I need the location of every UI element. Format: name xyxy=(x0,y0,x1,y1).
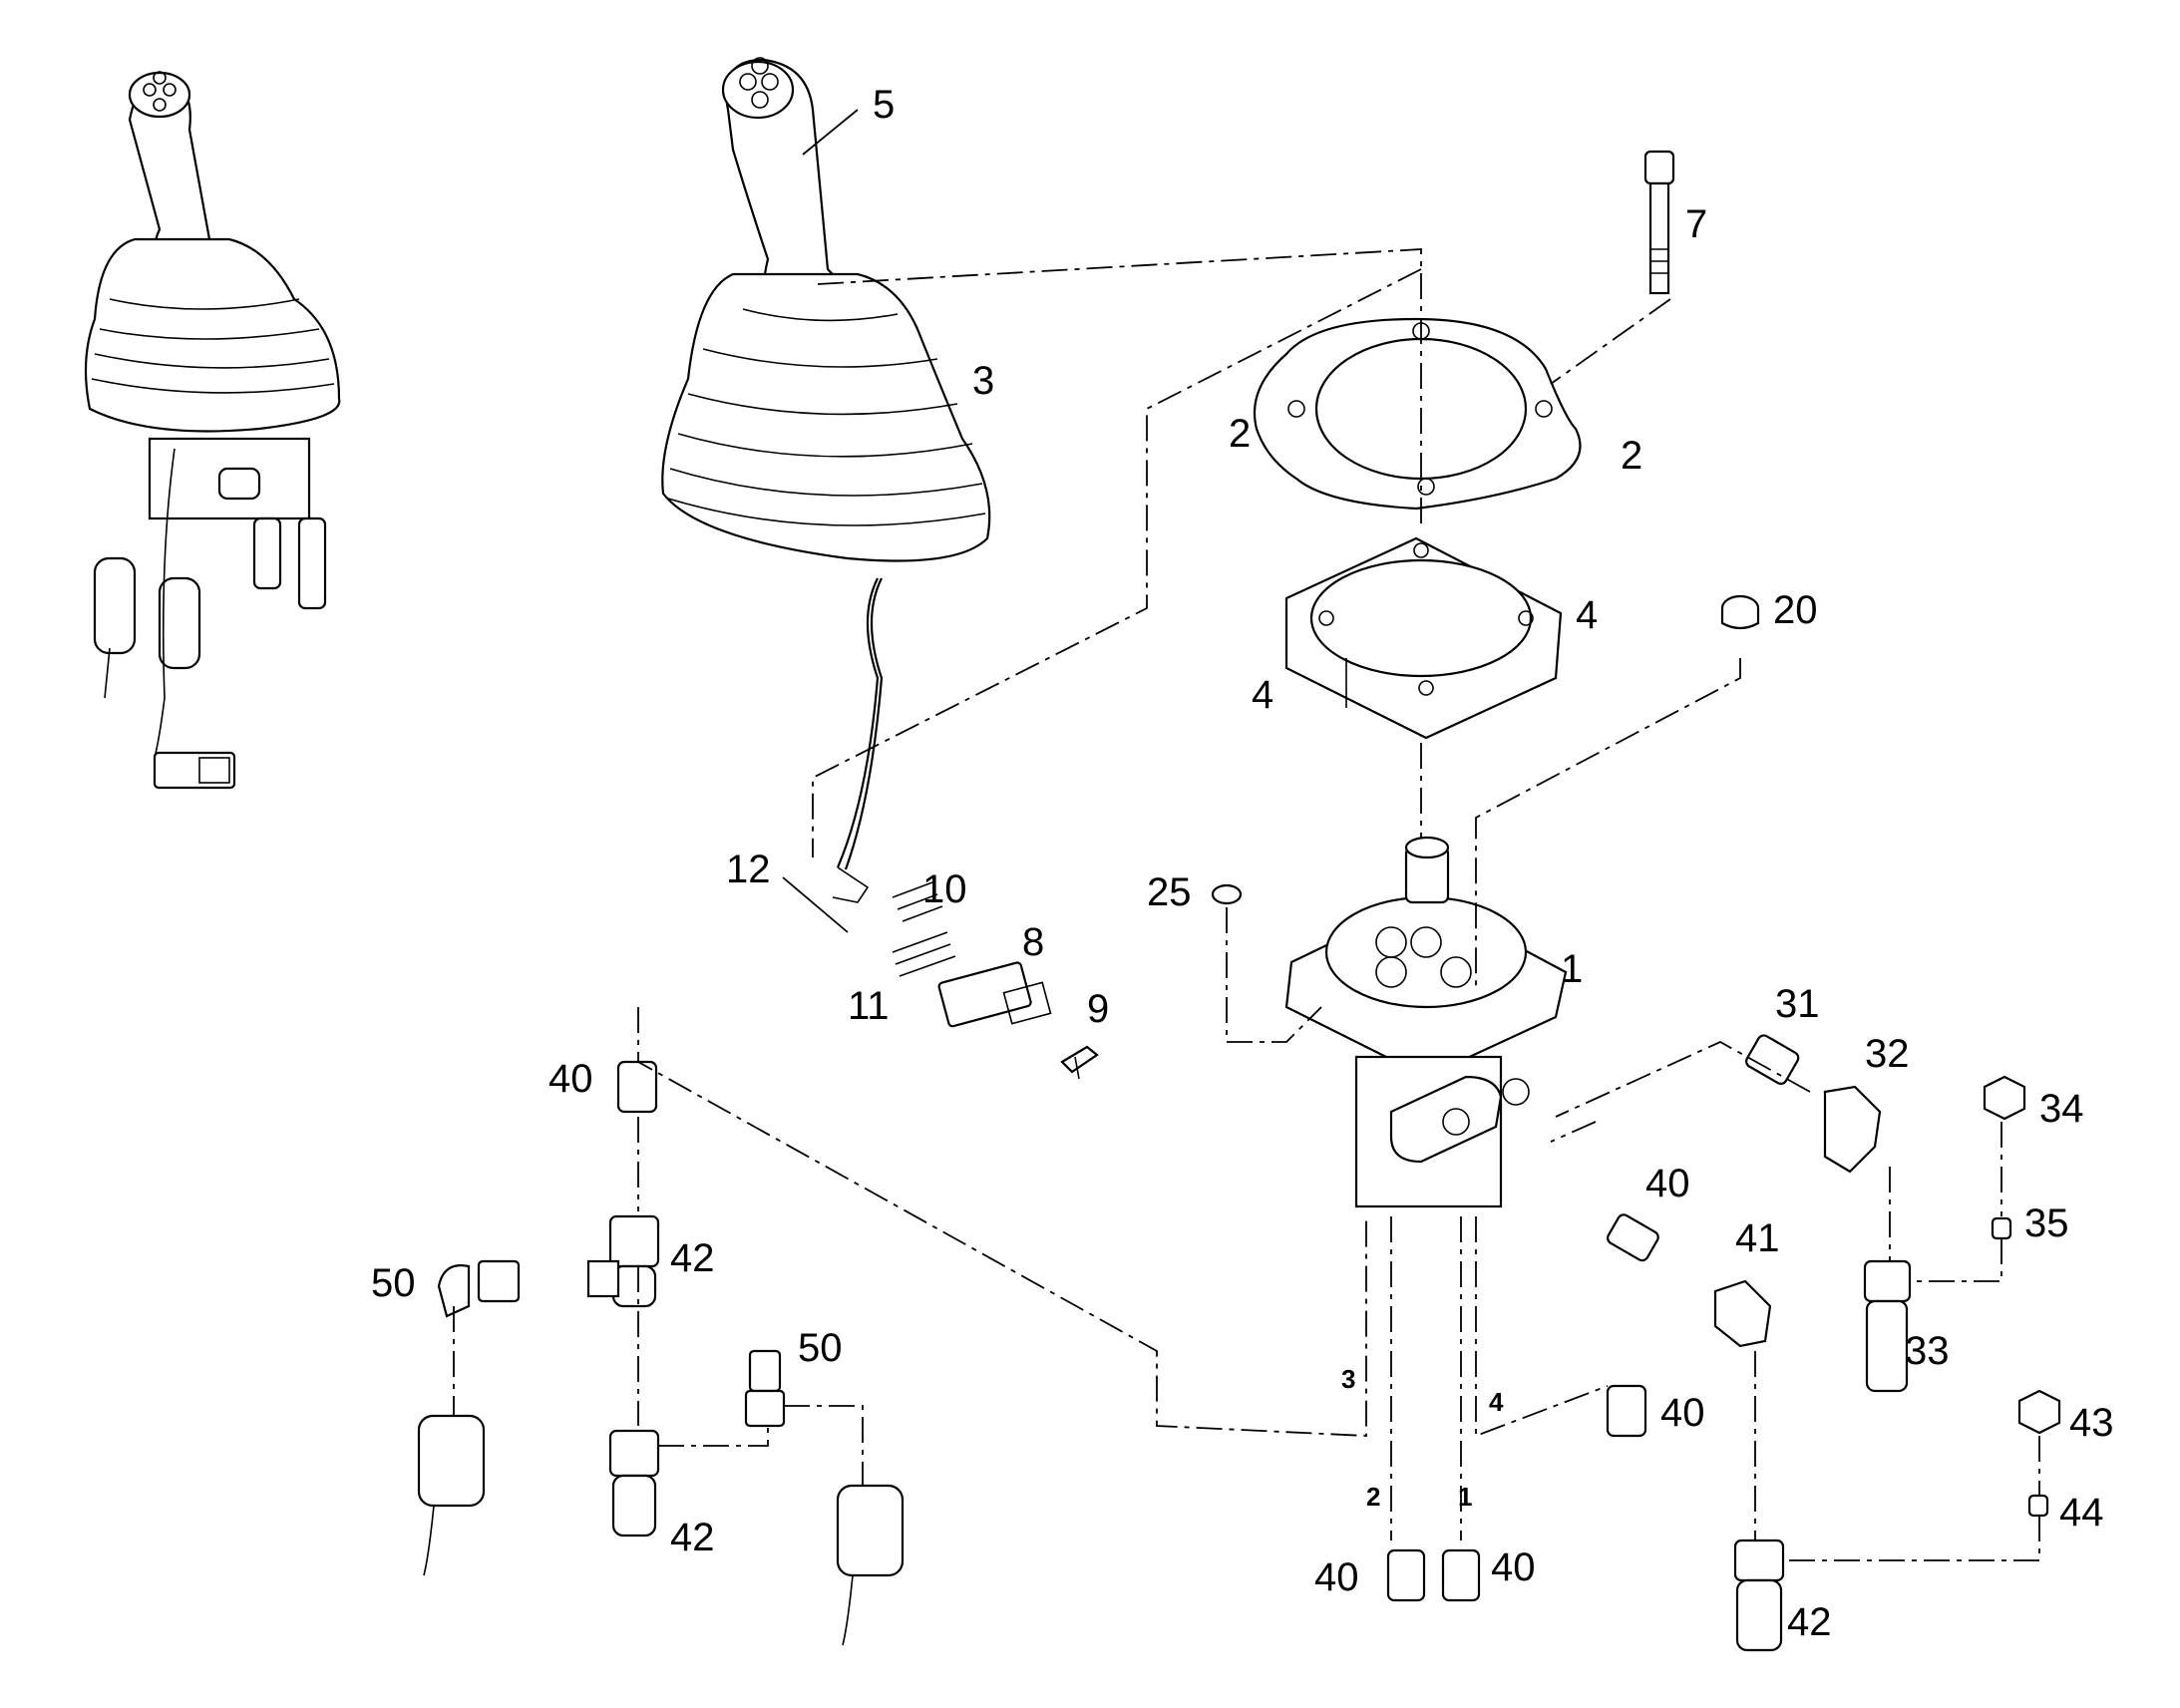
fitting-31-32 xyxy=(1745,1034,1882,1174)
callout-50-mid: 50 xyxy=(798,1326,843,1370)
callout-42-left-top: 42 xyxy=(670,1236,715,1280)
callout-41: 41 xyxy=(1735,1216,1780,1260)
port-fittings xyxy=(1386,1384,1647,1602)
callout-34: 34 xyxy=(2039,1087,2084,1131)
cable xyxy=(836,577,880,868)
port-1: 1 xyxy=(1458,1482,1472,1512)
callout-8: 8 xyxy=(1022,920,1044,964)
pilot-valve-body xyxy=(1284,836,1568,1208)
callout-11: 11 xyxy=(848,984,890,1028)
callout-7: 7 xyxy=(1685,202,1707,246)
callout-5: 5 xyxy=(873,83,895,127)
port-4: 4 xyxy=(1489,1387,1504,1417)
left-sensor-cluster xyxy=(417,1060,905,1646)
port-2: 2 xyxy=(1366,1482,1380,1512)
fitting-40-41 xyxy=(1607,1213,1772,1348)
assembled-joystick-illustration xyxy=(84,71,341,790)
callout-32: 32 xyxy=(1865,1032,1910,1076)
callout-25: 25 xyxy=(1147,870,1192,914)
mounting-plate xyxy=(1253,317,1582,511)
callout-40-right: 40 xyxy=(1660,1391,1705,1435)
port-3: 3 xyxy=(1341,1364,1355,1394)
callout-50-left: 50 xyxy=(371,1261,416,1305)
callout-10: 10 xyxy=(922,867,967,911)
callout-33: 33 xyxy=(1905,1329,1950,1373)
part-callouts: 5 7 3 2 2 4 4 20 12 10 8 11 9 25 1 31 32… xyxy=(371,83,2114,1644)
fitting-33 xyxy=(1863,1259,1912,1393)
callout-2-left: 2 xyxy=(1229,412,1251,456)
callout-20: 20 xyxy=(1773,588,1818,632)
callout-42-right: 42 xyxy=(1787,1600,1832,1644)
callout-40-mid: 40 xyxy=(1645,1162,1690,1205)
callout-2-right: 2 xyxy=(1621,434,1642,478)
port-labels: 3 4 2 1 xyxy=(1341,1364,1504,1512)
callout-1: 1 xyxy=(1561,947,1583,991)
callout-9: 9 xyxy=(1087,987,1109,1031)
rubber-boot xyxy=(661,272,991,562)
nut-43-44 xyxy=(2017,1389,2061,1518)
leader-lines xyxy=(782,109,859,933)
callout-44: 44 xyxy=(2059,1491,2104,1535)
callout-40-bottom-right: 40 xyxy=(1491,1545,1536,1589)
callout-4-right: 4 xyxy=(1576,593,1598,637)
callout-4-left: 4 xyxy=(1252,673,1273,717)
nut-34-35 xyxy=(1983,1075,2026,1240)
o-ring xyxy=(1211,883,1243,905)
callout-12: 12 xyxy=(726,848,771,891)
callout-31: 31 xyxy=(1775,982,1820,1026)
callout-3: 3 xyxy=(972,359,994,403)
callout-35: 35 xyxy=(2024,1201,2069,1245)
plug-20 xyxy=(1720,594,1760,630)
connector-parts xyxy=(892,881,1099,1080)
assembly-lines xyxy=(453,248,2040,1561)
callout-43: 43 xyxy=(2069,1401,2114,1445)
fitting-42-right xyxy=(1733,1538,1785,1652)
callout-42-left-bottom: 42 xyxy=(670,1516,715,1559)
callout-40-left: 40 xyxy=(548,1057,593,1101)
callout-40-bottom-left: 40 xyxy=(1314,1555,1359,1599)
joystick-handle xyxy=(721,57,848,321)
wire-end xyxy=(832,866,870,903)
spacer-ring xyxy=(1284,536,1563,740)
bolt xyxy=(1643,150,1675,295)
